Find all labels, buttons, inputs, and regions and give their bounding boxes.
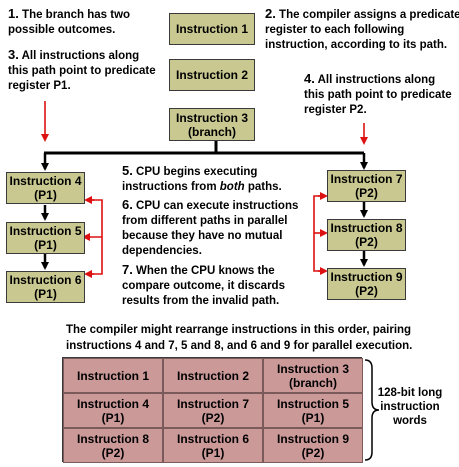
box-label: Instruction 7 (330, 172, 403, 186)
box-sub: (P1) (34, 188, 57, 202)
grid-cell: Instruction 6(P1) (163, 428, 263, 463)
cell-sub: (P1) (101, 410, 125, 425)
box-sub: (P2) (355, 235, 378, 249)
note-4: 4. All instructions along this path poin… (304, 71, 452, 118)
note-number: 5. (122, 163, 133, 178)
note-1: 1. The branch has two possible outcomes. (8, 6, 130, 38)
note-5: 5. CPU begins executing instructions fro… (122, 163, 282, 195)
grid-cell: Instruction 8(P2) (63, 428, 163, 463)
box-label: Instruction 8 (330, 221, 403, 235)
note-line: this path point to predicate (8, 65, 156, 77)
note-line: CPU can execute instructions (136, 200, 299, 212)
cell-sub: (P2) (201, 410, 225, 425)
grid-cell: Instruction 5(P1) (263, 393, 363, 428)
cell-label: Instruction 1 (76, 368, 149, 383)
grid-brace (364, 359, 380, 461)
grid-cell: Instruction 3(branch) (263, 358, 363, 393)
note-line: possible outcomes. (8, 24, 116, 36)
note-line: this path point to predicate (304, 89, 452, 101)
box-label: Instruction 4 (9, 174, 82, 188)
note-line: All instructions along (317, 74, 436, 86)
box-label: Instruction 9 (330, 270, 403, 284)
cell-label: Instruction 2 (176, 368, 249, 383)
note-line: dependencies. (122, 245, 202, 257)
box-label: Instruction 6 (9, 273, 82, 287)
note-line: CPU begins executing (136, 166, 258, 178)
box-label: Instruction 3 (175, 110, 248, 125)
cell-sub: (branch) (289, 375, 337, 390)
grid-cell: Instruction 4(P1) (63, 393, 163, 428)
note-number: 4. (304, 71, 315, 86)
instruction-5-box: Instruction 5 (P1) (6, 222, 85, 254)
instruction-6-box: Instruction 6 (P1) (6, 271, 85, 303)
instruction-8-box: Instruction 8 (P2) (327, 219, 406, 251)
note-emphasis: both (219, 181, 245, 193)
note-line: The compiler assigns a predicate (279, 9, 459, 21)
label-line: instruction (380, 401, 440, 413)
box-label: Instruction 2 (175, 68, 248, 82)
note-number: 2. (265, 6, 276, 21)
label-line: 128-bit long (377, 387, 443, 399)
instruction-3-box: Instruction 3 (branch) (169, 108, 255, 141)
caption-line: instructions 4 and 7, 5 and 8, and 6 and… (66, 340, 413, 352)
box-sub: (P2) (355, 284, 378, 298)
cell-label: Instruction 5 (276, 396, 349, 411)
note-line: register P1. (8, 80, 71, 92)
instruction-1-box: Instruction 1 (169, 13, 255, 45)
note-line: instructions from (122, 181, 220, 193)
note-line: When the CPU knows the (136, 265, 275, 277)
box-sub: (P1) (34, 287, 57, 301)
instruction-word-grid: Instruction 1 Instruction 2 Instruction … (62, 357, 363, 463)
instruction-word-label: 128-bit long instruction words (369, 386, 451, 428)
note-number: 1. (8, 6, 19, 21)
cell-label: Instruction 9 (276, 431, 349, 446)
grid-cell: Instruction 2 (163, 358, 263, 393)
box-sub: (P1) (34, 238, 57, 252)
grid-cell: Instruction 7(P2) (163, 393, 263, 428)
cell-label: Instruction 3 (276, 361, 349, 376)
note-line: results from the invalid path. (122, 295, 280, 307)
note-line: paths. (244, 181, 282, 193)
note-number: 7. (122, 262, 133, 277)
cell-sub: (P1) (201, 445, 225, 460)
cell-sub: (P2) (101, 445, 125, 460)
cell-label: Instruction 8 (76, 431, 149, 446)
instruction-2-box: Instruction 2 (169, 59, 255, 91)
reorder-caption: The compiler might rearrange instruction… (66, 322, 446, 354)
cell-sub: (P2) (301, 445, 325, 460)
cell-label: Instruction 7 (176, 396, 249, 411)
instruction-9-box: Instruction 9 (P2) (327, 268, 406, 300)
grid-cell: Instruction 1 (63, 358, 163, 393)
box-sub: (branch) (188, 124, 236, 139)
note-3: 3. All instructions along this path poin… (8, 47, 156, 94)
note-number: 6. (122, 197, 133, 212)
note-2: 2. The compiler assigns a predicate regi… (265, 6, 459, 53)
instruction-7-box: Instruction 7 (P2) (327, 170, 406, 202)
note-line: instruction, according to its path. (265, 39, 448, 51)
note-line: register to each following (265, 24, 405, 36)
caption-line: The compiler might rearrange instruction… (66, 324, 412, 336)
cell-label: Instruction 6 (176, 431, 249, 446)
note-7: 7. When the CPU knows the compare outcom… (122, 262, 285, 309)
note-line: from different paths in parallel (122, 215, 288, 227)
label-line: words (393, 415, 427, 427)
note-line: register P2. (304, 104, 367, 116)
grid-cell: Instruction 9(P2) (263, 428, 363, 463)
note-line: because they have no mutual (122, 230, 283, 242)
note-number: 3. (8, 47, 19, 62)
instruction-4-box: Instruction 4 (P1) (6, 172, 85, 204)
cell-label: Instruction 4 (76, 396, 149, 411)
box-label: Instruction 1 (175, 22, 248, 36)
note-line: All instructions along (21, 50, 140, 62)
box-label: Instruction 5 (9, 224, 82, 238)
box-sub: (P2) (355, 186, 378, 200)
note-line: compare outcome, it discards (122, 280, 285, 292)
cell-sub: (P1) (301, 410, 325, 425)
note-6: 6. CPU can execute instructions from dif… (122, 197, 298, 259)
note-line: The branch has two (22, 9, 131, 21)
